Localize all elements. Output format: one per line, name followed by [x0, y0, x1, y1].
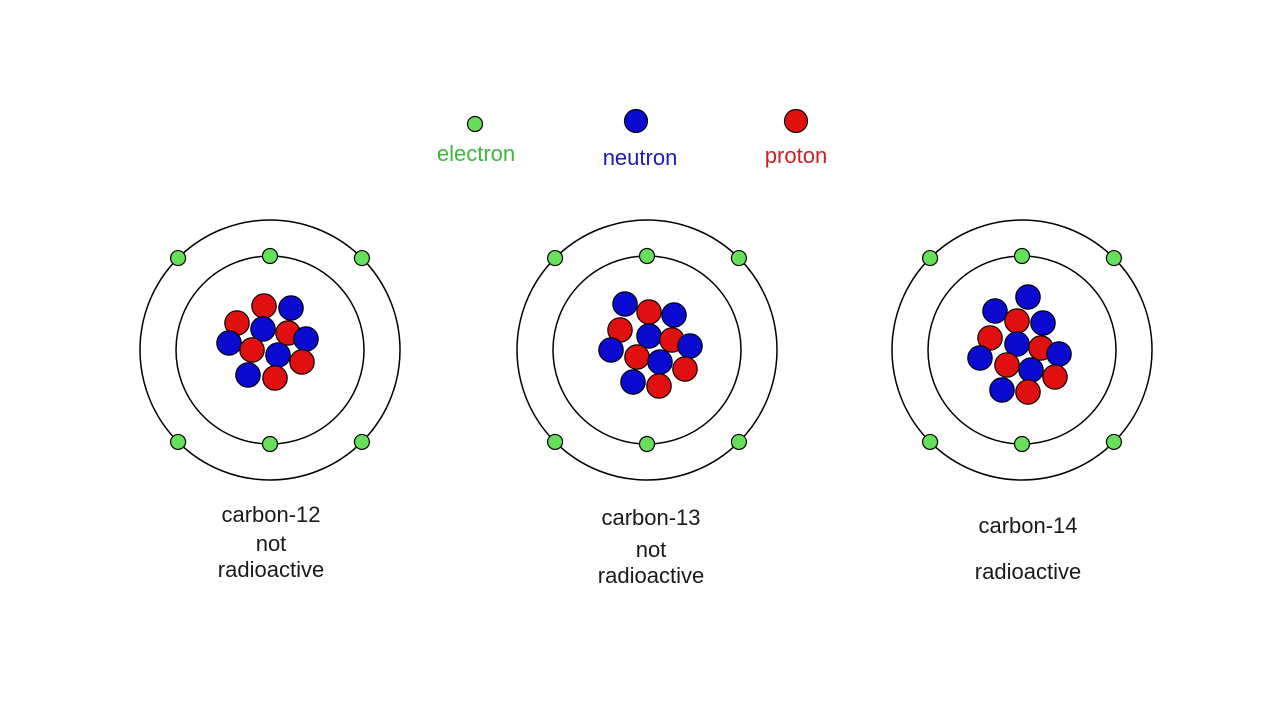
nucleus: [967, 284, 1072, 405]
electron: [921, 433, 939, 451]
carbon-12-label-line: radioactive: [218, 557, 324, 582]
electron: [169, 433, 187, 451]
carbon-14-label-line: carbon-14: [978, 513, 1077, 538]
outer-orbit: [516, 219, 778, 481]
proton: [646, 373, 672, 399]
nucleus: [216, 293, 319, 391]
neutron: [1015, 284, 1041, 310]
neutron: [612, 291, 638, 317]
electron: [1105, 433, 1123, 451]
neutron: [1046, 341, 1072, 367]
neutron: [620, 369, 646, 395]
proton: [672, 356, 698, 382]
electron: [546, 433, 564, 451]
proton: [251, 293, 277, 319]
electron: [921, 249, 939, 267]
carbon-14-atom: carbon-14 radioactive: [891, 219, 1153, 584]
proton: [624, 344, 650, 370]
outer-orbit: [891, 219, 1153, 481]
neutron: [661, 302, 687, 328]
neutron: [265, 342, 291, 368]
outer-orbit: [139, 219, 401, 481]
carbon-13-label-line: radioactive: [598, 563, 704, 588]
neutron: [989, 377, 1015, 403]
neutron: [278, 295, 304, 321]
electron: [1013, 435, 1031, 453]
carbon-12-label-line: carbon-12: [221, 502, 320, 527]
atoms: carbon-12notradioactivecarbon-13notradio…: [139, 219, 1153, 588]
carbon-13-label-line: carbon-13: [601, 505, 700, 530]
proton-legend-label: proton: [765, 143, 827, 168]
neutron: [598, 337, 624, 363]
electron: [261, 435, 279, 453]
proton: [262, 365, 288, 391]
proton: [1042, 364, 1068, 390]
electron-legend-label: electron: [437, 141, 515, 166]
proton: [1015, 379, 1041, 405]
neutron: [250, 316, 276, 342]
neutron-legend-dot: [623, 108, 649, 134]
neutron: [982, 298, 1008, 324]
electron-legend-dot: [466, 115, 484, 133]
electron: [546, 249, 564, 267]
electron: [638, 435, 656, 453]
neutron: [1018, 357, 1044, 383]
proton: [289, 349, 315, 375]
proton: [239, 337, 265, 363]
electron: [1105, 249, 1123, 267]
proton: [994, 352, 1020, 378]
electron: [1013, 247, 1031, 265]
neutron: [967, 345, 993, 371]
electron: [169, 249, 187, 267]
electron: [638, 247, 656, 265]
neutron: [1030, 310, 1056, 336]
neutron: [216, 330, 242, 356]
proton: [1004, 308, 1030, 334]
electron: [261, 247, 279, 265]
neutron: [293, 326, 319, 352]
carbon-12-label-line: not: [256, 531, 287, 556]
electron: [730, 249, 748, 267]
neutron: [636, 323, 662, 349]
neutron: [677, 333, 703, 359]
carbon-13-label-line: not: [636, 537, 667, 562]
neutron: [647, 349, 673, 375]
carbon-14-label-line: radioactive: [975, 559, 1081, 584]
electron: [353, 249, 371, 267]
electron: [730, 433, 748, 451]
nucleus: [598, 291, 703, 399]
electron: [353, 433, 371, 451]
neutron-legend-label: neutron: [603, 145, 678, 170]
proton-legend-dot: [783, 108, 809, 134]
neutron: [235, 362, 261, 388]
proton: [636, 299, 662, 325]
legend: electron neutron proton: [437, 108, 827, 170]
